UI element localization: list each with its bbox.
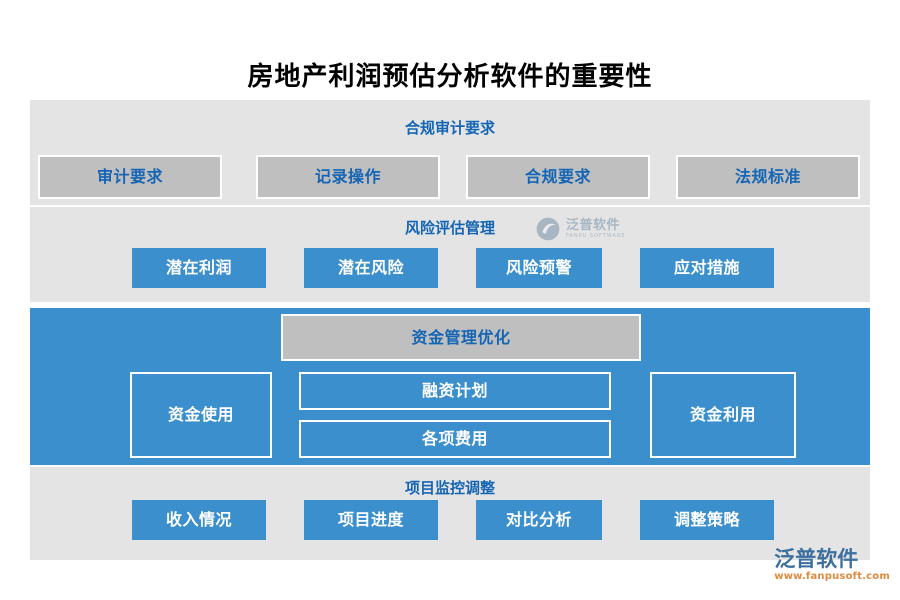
node-fund-heading-box[interactable]: 资金管理优化: [281, 314, 641, 361]
node-risk-risk-warning[interactable]: 风险预警: [476, 248, 602, 288]
section-compliance-heading: 合规审计要求: [404, 119, 495, 137]
section-risk-heading: 风险评估管理: [404, 219, 495, 237]
brand-logo-url: www.fanpusoft.com: [774, 571, 890, 582]
page-title: 房地产利润预估分析软件的重要性: [247, 62, 653, 92]
node-fund-financing-plan[interactable]: 融资计划: [299, 372, 611, 410]
node-monitor-comparative-analysis[interactable]: 对比分析: [476, 500, 602, 540]
node-fund-capital-utilization[interactable]: 资金利用: [650, 372, 796, 458]
node-risk-potential-risk[interactable]: 潜在风险: [304, 248, 438, 288]
node-risk-potential-profit[interactable]: 潜在利润: [132, 248, 266, 288]
brand-logo: 泛普软件 www.fanpusoft.com: [770, 548, 890, 592]
node-compliance-compliance-requirement[interactable]: 合规要求: [466, 155, 650, 199]
node-fund-various-expenses[interactable]: 各项费用: [299, 420, 611, 458]
node-compliance-audit-requirement[interactable]: 审计要求: [38, 155, 222, 199]
section-monitor-heading: 项目监控调整: [404, 479, 495, 497]
brand-logo-cn: 泛普软件: [774, 547, 859, 571]
node-compliance-record-operation[interactable]: 记录操作: [256, 155, 440, 199]
diagram-container: 合规审计要求 审计要求 记录操作 合规要求 法规标准 风险评估管理 潜在利润 潜…: [30, 100, 870, 560]
brand-logo-text: 泛普软件 www.fanpusoft.com: [774, 548, 890, 583]
node-monitor-adjustment-strategy[interactable]: 调整策略: [640, 500, 774, 540]
node-monitor-income-status[interactable]: 收入情况: [132, 500, 266, 540]
node-monitor-project-progress[interactable]: 项目进度: [304, 500, 438, 540]
node-fund-capital-usage[interactable]: 资金使用: [130, 372, 272, 458]
node-risk-countermeasure[interactable]: 应对措施: [640, 248, 774, 288]
node-compliance-regulatory-standard[interactable]: 法规标准: [676, 155, 860, 199]
